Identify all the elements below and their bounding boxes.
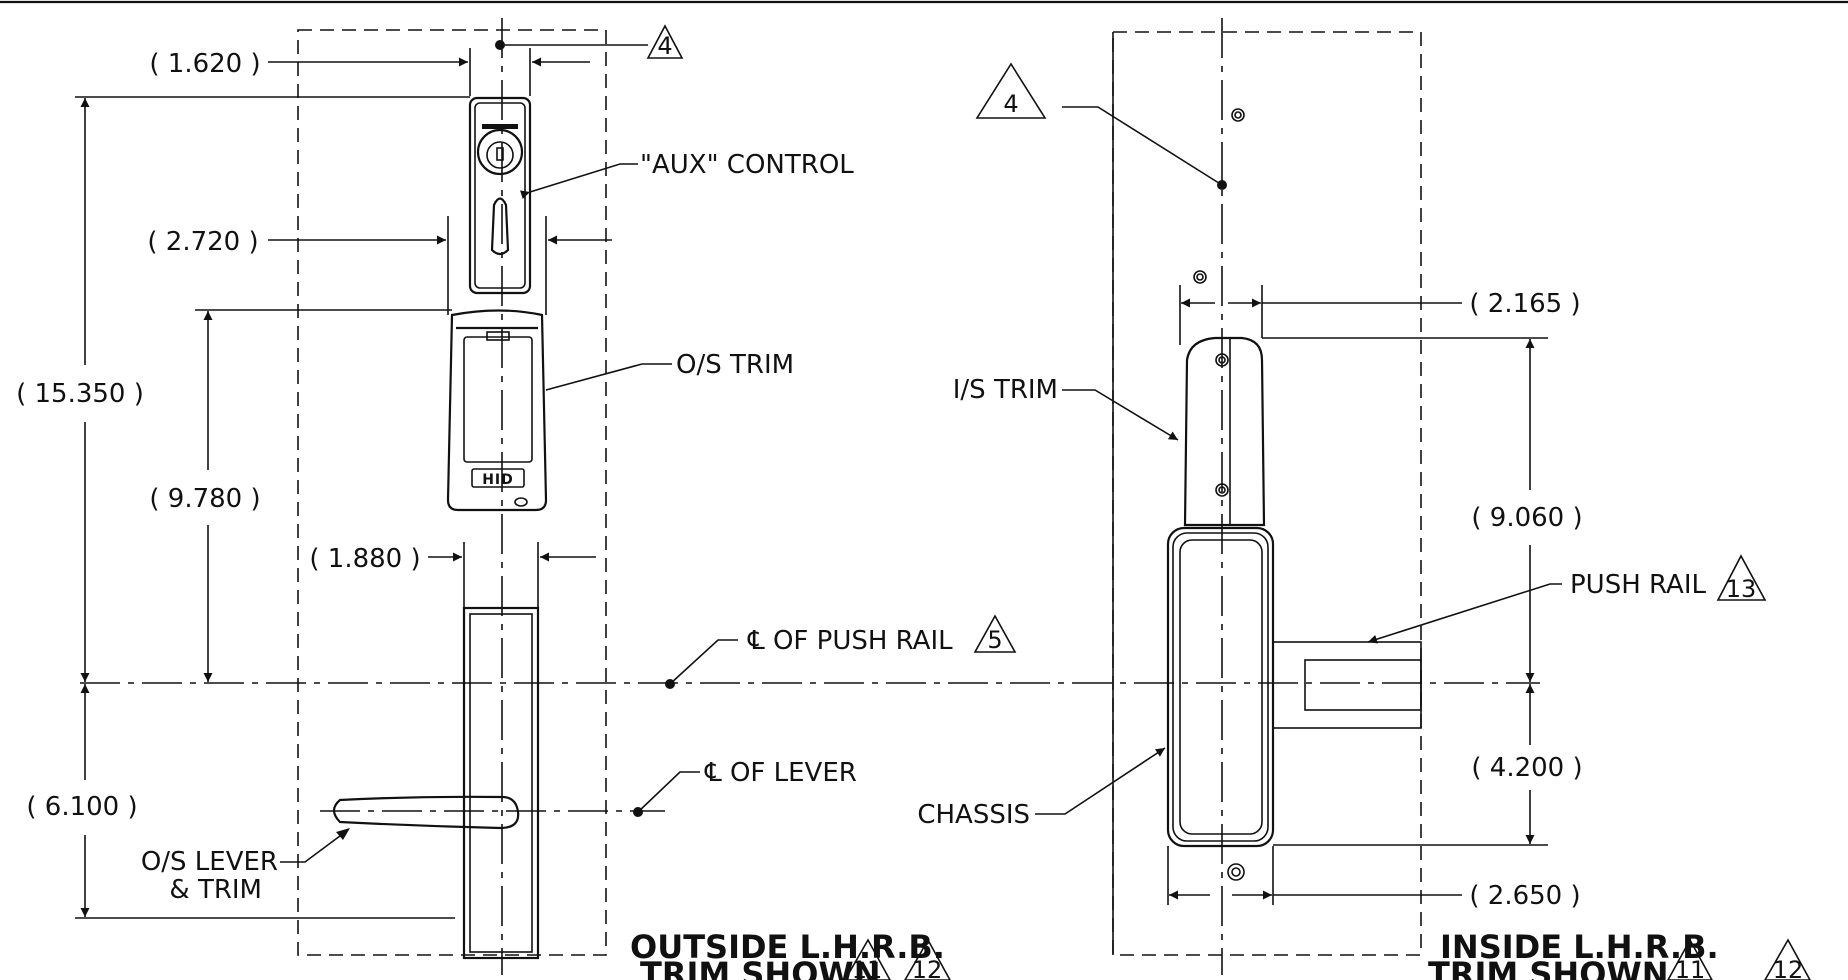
- chassis-inner-1: [1172, 532, 1269, 842]
- note-4-right-point: [1217, 180, 1227, 190]
- note-4-right-number: 4: [1003, 90, 1018, 118]
- lever-escutcheon-inner: [469, 613, 533, 953]
- chassis-screw-inner: [1231, 867, 1241, 877]
- chassis-inner-2: [1179, 539, 1263, 835]
- hid-logo-text: HID: [482, 472, 514, 488]
- is-trim-screw-top: [1215, 353, 1229, 367]
- is-trim-screw-bottom-inner: [1218, 486, 1226, 494]
- dim-9780-value: ( 9.780 ): [149, 484, 260, 514]
- dim-15350-value: ( 15.350 ): [16, 379, 144, 409]
- dim-2720-value: ( 2.720 ): [147, 227, 258, 257]
- os-lever: [332, 795, 520, 830]
- outside-title-line1: OUTSIDE L.H.R.B.: [630, 928, 945, 966]
- outside-door-outline: [297, 29, 607, 956]
- aux-key-cylinder: [476, 128, 524, 176]
- aux-keyway: [496, 147, 504, 161]
- aux-control-plate: [468, 96, 532, 295]
- os-trim-screen-tab: [486, 331, 510, 341]
- is-trim-label: I/S TRIM: [953, 375, 1058, 405]
- aux-control-device: [468, 96, 532, 295]
- outside-view: HID ( 15.350 ) ( 9.780 ): [16, 18, 1540, 980]
- dim-1880-value: ( 1.880 ): [309, 544, 420, 574]
- note-11-right-triangle: [1667, 938, 1713, 980]
- note-12-left-triangle: [904, 938, 951, 980]
- cl-lever-label: ℄ OF LEVER: [704, 758, 857, 788]
- chassis-screw: [1227, 863, 1245, 881]
- note-11-left-triangle: [844, 938, 891, 980]
- push-rail-body: [1272, 641, 1422, 729]
- dim-6100-value: ( 6.100 ): [26, 792, 137, 822]
- note-4-left-triangle: [646, 24, 684, 59]
- dim-2165-value: ( 2.165 ): [1469, 289, 1580, 319]
- os-trim-label: O/S TRIM: [676, 350, 794, 380]
- os-lever-label-line2: & TRIM: [169, 875, 262, 905]
- chassis-leader: [1035, 747, 1166, 815]
- os-trim-leader: [545, 363, 672, 391]
- is-trim: [1183, 336, 1266, 527]
- dim-4200-value: ( 4.200 ): [1471, 753, 1582, 783]
- aux-key-cylinder-inner: [486, 141, 514, 169]
- inside-title-line1: INSIDE L.H.R.B.: [1440, 928, 1719, 966]
- push-rail-label: PUSH RAIL: [1570, 570, 1706, 600]
- cl-lever-leader: [637, 771, 700, 813]
- is-trim-screw-top-inner: [1218, 356, 1226, 364]
- os-trim-indicator: [514, 497, 528, 507]
- hid-logo-frame: [471, 468, 525, 488]
- note-4-left-number: 4: [657, 32, 672, 60]
- screw-top: [1231, 108, 1245, 122]
- os-lever-label-line1: O/S LEVER: [141, 847, 278, 877]
- note-4-right-leader: [1062, 106, 1223, 186]
- aux-control-leader: [520, 163, 638, 199]
- note-11-left-number: 11: [852, 956, 883, 980]
- chassis-label: CHASSIS: [917, 800, 1030, 830]
- dim-2650-value: ( 2.650 ): [1469, 881, 1580, 911]
- screw-upper-inner: [1196, 273, 1204, 281]
- os-lever-leader-arrow: [336, 828, 350, 840]
- note-12-right-number: 12: [1773, 956, 1804, 980]
- chassis-outer: [1166, 526, 1275, 848]
- cl-push-rail-label: ℄ OF PUSH RAIL: [747, 626, 953, 656]
- inside-door-outline: [1112, 31, 1422, 956]
- lever-escutcheon-plate: [462, 606, 540, 960]
- is-trim-screw-bottom: [1215, 483, 1229, 497]
- os-trim-screen: [463, 336, 533, 463]
- note-5-number: 5: [987, 626, 1002, 654]
- os-trim-housing: [446, 309, 548, 512]
- os-lever-leader: [280, 829, 349, 863]
- push-rail-inner: [1304, 659, 1422, 711]
- note-12-right-triangle: [1764, 938, 1811, 980]
- inside-title-line2: TRIM SHOWN: [1428, 955, 1668, 980]
- aux-brand-mark: [482, 124, 518, 129]
- outside-title-line2: TRIM SHOWN: [640, 955, 880, 980]
- screw-top-inner: [1234, 111, 1242, 119]
- screw-upper: [1193, 270, 1207, 284]
- note-12-left-number: 12: [912, 956, 943, 980]
- dim-9060-value: ( 9.060 ): [1471, 503, 1582, 533]
- cl-push-rail-leader: [669, 639, 738, 685]
- aux-thumb-turn: [490, 197, 510, 256]
- note-11-right-number: 11: [1675, 956, 1706, 980]
- note-13-triangle: [1716, 554, 1767, 601]
- note-4-right-triangle: [975, 62, 1047, 119]
- dim-1620-value: ( 1.620 ): [149, 49, 260, 79]
- note-13-number: 13: [1726, 575, 1757, 603]
- os-trim-reader: HID: [446, 309, 548, 512]
- is-trim-leader: [1062, 389, 1179, 441]
- aux-control-label: "AUX" CONTROL: [640, 150, 854, 180]
- note-5-triangle: [973, 614, 1017, 653]
- push-rail-leader: [1367, 583, 1562, 644]
- inside-view: 4 ( 2.165 ) ( 9.: [917, 18, 1811, 980]
